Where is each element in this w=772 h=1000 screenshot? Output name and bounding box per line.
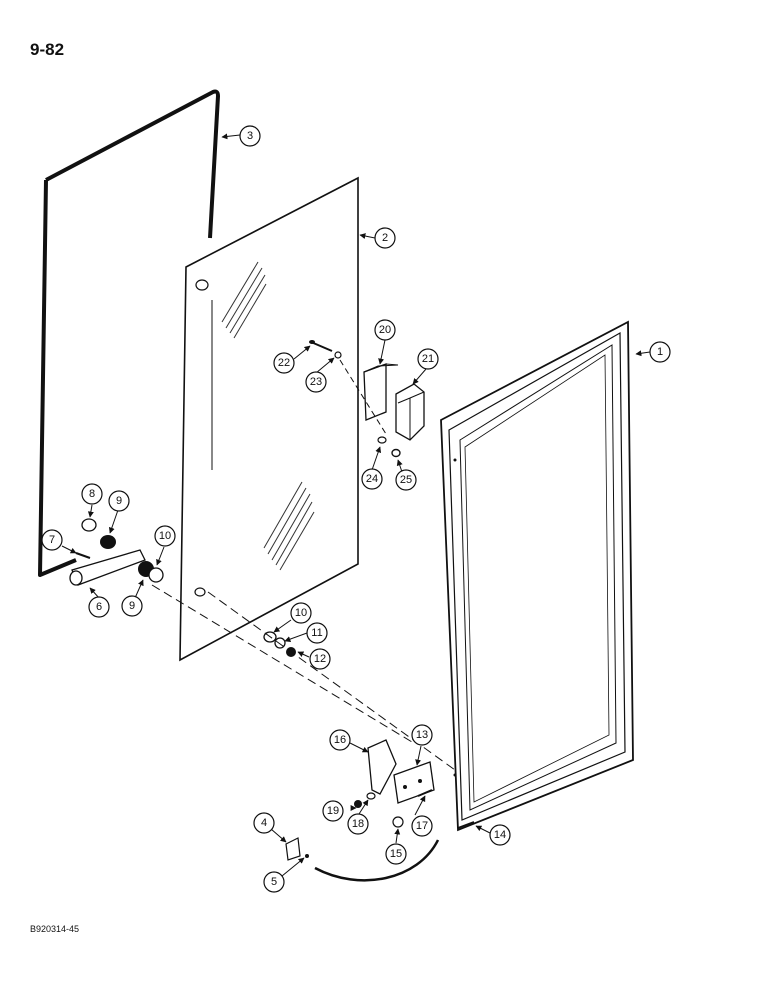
callout-9-lower: 9 (121, 595, 143, 617)
callout-13: 13 (411, 724, 433, 746)
callout-2: 2 (374, 227, 396, 249)
svg-text:6: 6 (96, 601, 102, 613)
svg-text:24: 24 (366, 473, 378, 485)
lower-hinge (354, 739, 475, 829)
svg-text:10: 10 (295, 607, 307, 619)
svg-text:16: 16 (334, 734, 346, 746)
svg-text:19: 19 (327, 805, 339, 817)
svg-text:14: 14 (494, 829, 506, 841)
callout-10-lower: 10 (290, 602, 312, 624)
svg-text:13: 13 (416, 729, 428, 741)
svg-text:22: 22 (278, 357, 290, 369)
svg-text:23: 23 (310, 376, 322, 388)
upper-hinge (69, 518, 296, 657)
page-number: 9-82 (30, 40, 65, 59)
callout-17: 17 (411, 815, 433, 837)
svg-text:8: 8 (89, 488, 95, 500)
callout-4: 4 (253, 812, 275, 834)
svg-text:20: 20 (379, 324, 391, 336)
callout-10-upper: 10 (154, 525, 176, 547)
svg-text:11: 11 (311, 627, 322, 639)
callout-3: 3 (239, 125, 261, 147)
callout-8: 8 (81, 483, 103, 505)
callout-22: 22 (273, 352, 295, 374)
callout-5: 5 (263, 871, 285, 893)
svg-text:25: 25 (400, 474, 412, 486)
door-frame (440, 320, 634, 832)
svg-text:9: 9 (116, 495, 122, 507)
svg-text:12: 12 (314, 653, 326, 665)
svg-text:7: 7 (49, 534, 55, 546)
callout-21: 21 (417, 348, 439, 370)
callout-16: 16 (329, 729, 351, 751)
svg-text:1: 1 (657, 346, 663, 358)
callout-12: 12 (309, 648, 331, 670)
svg-text:18: 18 (352, 818, 364, 830)
callout-25: 25 (395, 469, 417, 491)
callout-19: 19 (322, 800, 344, 822)
svg-text:10: 10 (159, 530, 171, 542)
callout-1: 1 (649, 341, 671, 363)
callout-20: 20 (374, 319, 396, 341)
lower-bracket (285, 837, 440, 882)
callout-18: 18 (347, 813, 369, 835)
svg-text:4: 4 (261, 817, 267, 829)
callout-23: 23 (305, 371, 327, 393)
svg-text:17: 17 (416, 820, 428, 832)
leader-lines (61, 133, 651, 877)
figure-code: B920314-45 (30, 924, 80, 934)
svg-text:3: 3 (247, 130, 253, 142)
latch-block (363, 363, 425, 441)
callout-24: 24 (361, 468, 383, 490)
callout-7: 7 (41, 529, 63, 551)
callout-11: 11 (306, 622, 328, 644)
callout-14: 14 (489, 824, 511, 846)
svg-text:21: 21 (422, 353, 434, 365)
latch-fasteners (309, 340, 401, 458)
callout-9-upper: 9 (108, 490, 130, 512)
svg-text:15: 15 (390, 848, 402, 860)
svg-text:2: 2 (382, 232, 388, 244)
svg-text:9: 9 (129, 600, 135, 612)
glass-panel (179, 176, 359, 662)
callout-15: 15 (385, 843, 407, 865)
svg-text:5: 5 (271, 876, 277, 888)
callout-6: 6 (88, 596, 110, 618)
